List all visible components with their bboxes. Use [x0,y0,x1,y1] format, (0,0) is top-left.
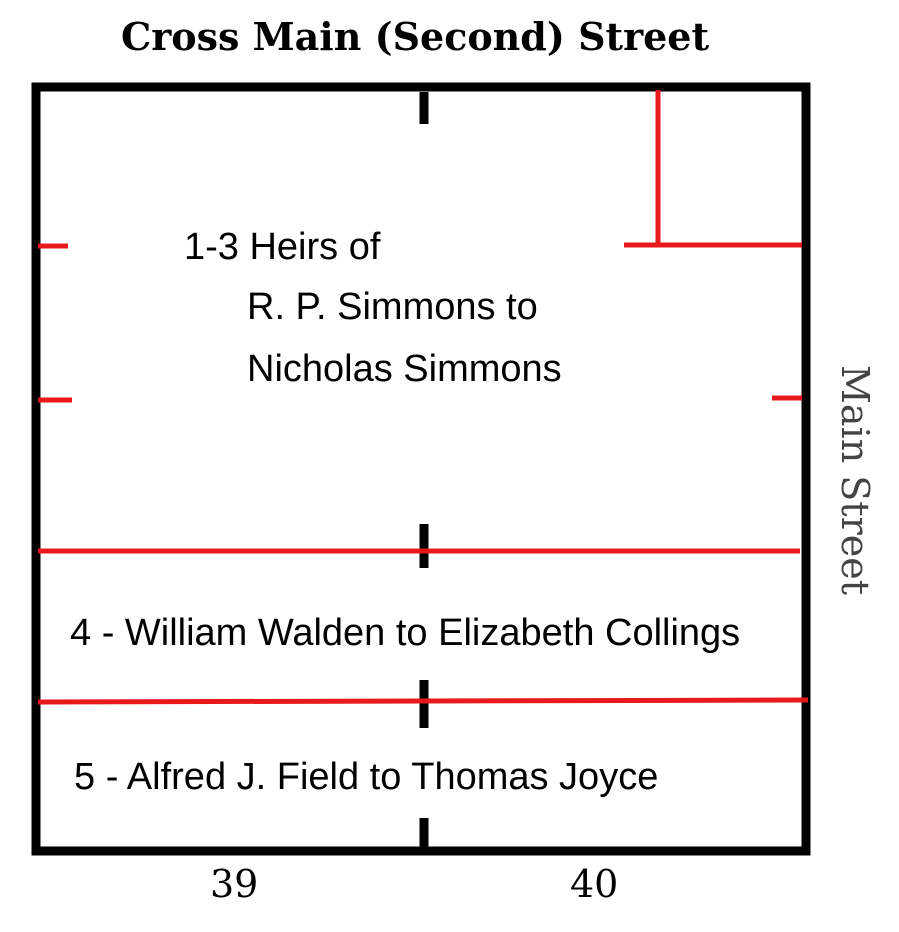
parcel-5-label: 5 - Alfred J. Field to Thomas Joyce [74,756,659,798]
parcel-1-3-label-line-2: R. P. Simmons to [247,286,538,328]
cross-main-street-label: Cross Main (Second) Street [120,14,710,59]
lot-39-label: 39 [210,862,259,906]
parcel-4-label: 4 - William Walden to Elizabeth Collings [70,612,741,654]
parcel-1-3-label-line-1: 1-3 Heirs of [184,226,381,268]
lot-40-label: 40 [570,862,619,906]
parcel-1-3-label-line-3: Nicholas Simmons [247,348,562,390]
parcel-line-5 [37,697,809,705]
block-outline [31,82,811,856]
parcel-lines [37,90,809,705]
